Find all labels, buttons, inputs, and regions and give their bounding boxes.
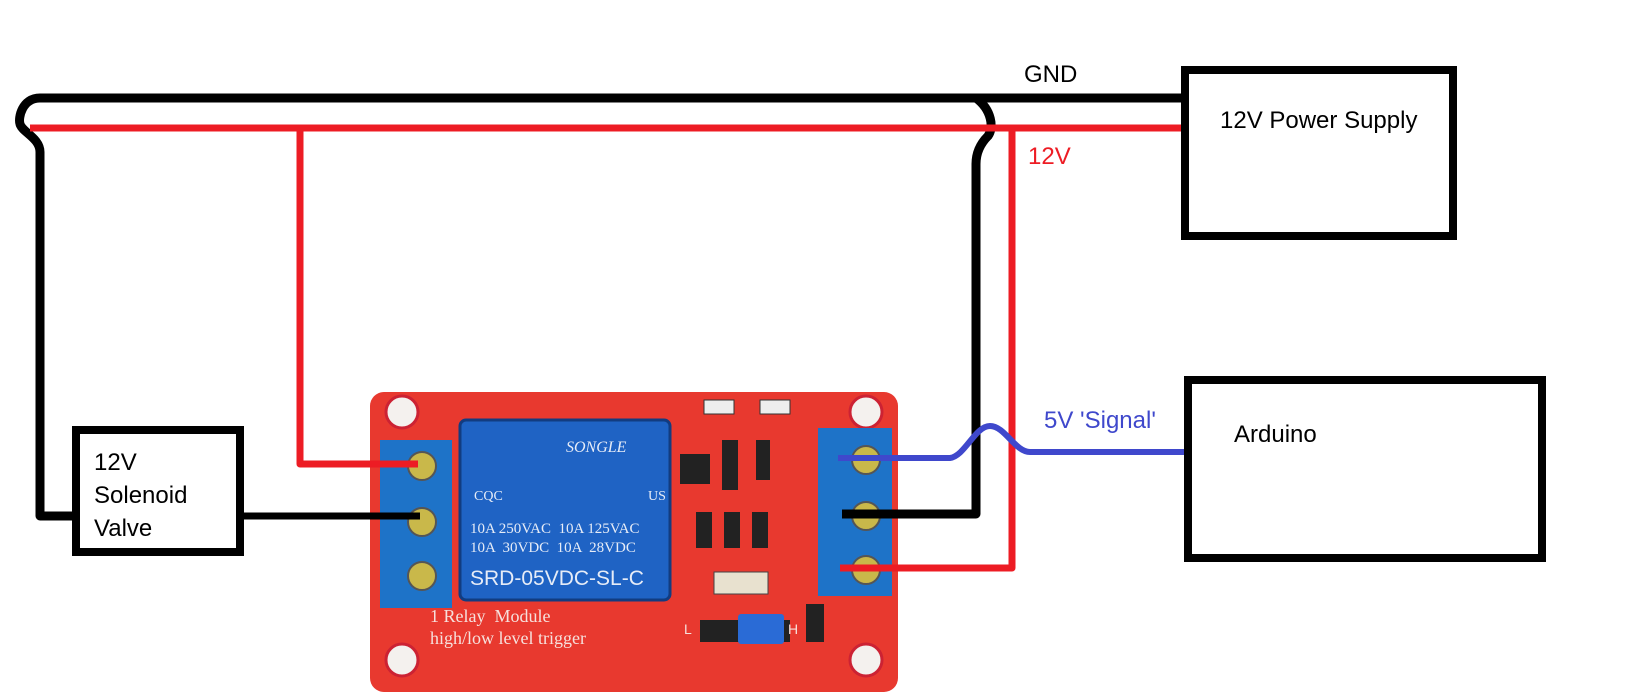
v12-to-relay-no [296, 128, 418, 468]
gnd-wire-right [842, 94, 996, 519]
jumper-low-label: L [684, 621, 692, 637]
relay-module: SONGLE CQC US 10A 250VAC 10A 125VAC 10A … [370, 392, 898, 692]
diode [722, 440, 738, 490]
solenoid-label-line1: 12V [94, 449, 137, 476]
smd-led [759, 399, 791, 415]
module-name: 1 Relay Module [430, 606, 550, 626]
mounting-hole [848, 642, 884, 678]
mounting-hole [384, 642, 420, 678]
terminal-screw [407, 507, 437, 537]
relay-brand: SONGLE [566, 439, 627, 456]
terminal-screw [407, 561, 437, 591]
power-supply-label: 12V Power Supply [1220, 107, 1417, 134]
module-trigger: high/low level trigger [430, 628, 586, 648]
gnd-label: GND [1024, 61, 1077, 88]
solenoid-label-line2: Solenoid [94, 482, 187, 509]
wires [15, 93, 1188, 572]
gnd-wire [15, 93, 1186, 521]
jumper-high-label: H [788, 621, 798, 637]
smd-resistor [752, 512, 768, 548]
jumper-cap [738, 614, 784, 644]
relay-body [458, 418, 672, 602]
v12-label: 12V [1028, 143, 1071, 170]
arduino-label: Arduino [1234, 421, 1317, 448]
smd-led [703, 399, 735, 415]
smd-resistor [696, 512, 712, 548]
optocoupler [713, 571, 769, 595]
solenoid-label-line3: Valve [94, 515, 152, 542]
signal-wire [838, 423, 1188, 461]
signal-label: 5V 'Signal' [1044, 407, 1156, 434]
arduino-box: Arduino [1184, 376, 1546, 562]
relay-rating-dc: 10A 30VDC 10A 28VDC [470, 540, 636, 556]
transistor [680, 454, 710, 484]
relay-cert: CQC [474, 489, 503, 504]
smd-resistor [756, 440, 770, 480]
relay-cert-us: US [648, 489, 666, 504]
mounting-hole [384, 394, 420, 430]
smd-resistor [724, 512, 740, 548]
relay-model: SRD-05VDC-SL-C [470, 567, 644, 590]
power-supply-box: 12V Power Supply [1181, 66, 1457, 240]
smd-resistor [806, 604, 824, 642]
v12-to-relay-vcc [840, 128, 1016, 572]
relay-rating-ac: 10A 250VAC 10A 125VAC [470, 521, 639, 537]
solenoid-box: 12V Solenoid Valve [72, 426, 244, 556]
mounting-hole [848, 394, 884, 430]
